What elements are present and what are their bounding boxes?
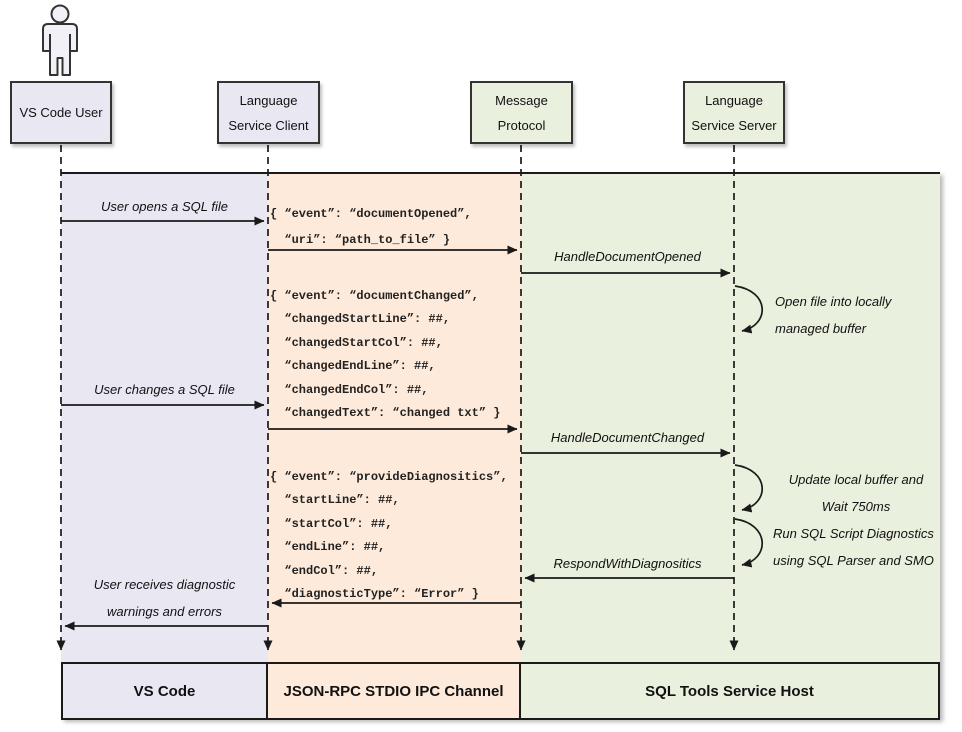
json-line: “startLine”: ##, — [270, 493, 400, 508]
json-line: “changedStartLine”: ##, — [270, 312, 451, 327]
json-line: “changedEndLine”: ##, — [270, 359, 436, 374]
lane-sqltools — [521, 174, 940, 719]
json-line: “startCol”: ##, — [270, 516, 393, 531]
note-open-buffer-line2: managed buffer — [775, 321, 867, 336]
footer-label-jsonrpc: JSON-RPC STDIO IPC Channel — [283, 682, 504, 700]
message-label-receive-diagnostics-line1: User receives diagnostic — [93, 577, 236, 592]
note-update-buffer-line1: Update local buffer and — [788, 472, 924, 487]
footer-box-vscode: VS Code — [61, 662, 268, 720]
json-line: “changedText”: “changed txt” } — [270, 406, 501, 421]
actor-label-line1: Message — [495, 92, 548, 108]
actor-label-line1: Language — [705, 92, 763, 108]
actor-label: VS Code User — [19, 105, 103, 120]
user-actor-icon — [42, 4, 78, 76]
json-line: “diagnosticType”: “Error” } — [270, 587, 479, 602]
actor-label-line2: Service Server — [691, 117, 777, 133]
json-line: { “event”: “documentOpened”, — [270, 207, 472, 221]
actor-box-message-protocol: Message Protocol — [470, 81, 573, 144]
actor-label-line2: Service Client — [228, 117, 309, 133]
note-update-buffer-line2: Wait 750ms — [821, 499, 891, 514]
json-line: “changedStartCol”: ##, — [270, 335, 443, 350]
json-payload-provide-diagnostics: { “event”: “provideDiagnositics”, “start… — [270, 466, 508, 606]
json-payload-document-opened: { “event”: “documentOpened”, “uri”: “pat… — [270, 201, 472, 253]
actor-box-language-service-server: Language Service Server — [683, 81, 785, 144]
json-line: “uri”: “path_to_file” } — [270, 233, 451, 247]
json-line: “changedEndCol”: ##, — [270, 382, 429, 397]
actor-label-line1: Language — [239, 92, 298, 108]
message-label-handle-document-opened: HandleDocumentOpened — [554, 249, 701, 264]
json-payload-document-changed: { “event”: “documentChanged”, “changedSt… — [270, 285, 500, 425]
note-open-buffer-line1: Open file into locally — [775, 294, 892, 309]
lane-jsonrpc — [268, 174, 521, 719]
actor-label-line2: Protocol — [497, 117, 546, 133]
json-line: { “event”: “documentChanged”, — [270, 289, 479, 303]
json-line: { “event”: “provideDiagnositics”, — [270, 470, 508, 484]
message-label-receive-diagnostics-line2: warnings and errors — [107, 604, 222, 619]
message-label-user-opens-file: User opens a SQL file — [101, 199, 228, 214]
footer-box-sqltools: SQL Tools Service Host — [519, 662, 940, 720]
note-run-diagnostics-line1: Run SQL Script Diagnostics — [773, 526, 934, 541]
message-label-handle-document-changed: HandleDocumentChanged — [550, 430, 705, 445]
json-line: “endLine”: ##, — [270, 540, 386, 555]
actor-box-vscode-user: VS Code User — [10, 81, 112, 144]
message-label-user-changes-file: User changes a SQL file — [94, 382, 235, 397]
actor-box-language-service-client: Language Service Client — [217, 81, 320, 144]
diagram-lanes — [61, 172, 940, 719]
note-run-diagnostics-line2: using SQL Parser and SMO — [773, 553, 934, 568]
json-line: “endCol”: ##, — [270, 563, 379, 578]
lane-vscode — [61, 174, 268, 719]
message-label-respond-with-diagnostics: RespondWithDiagnositics — [553, 556, 702, 571]
footer-label-sqltools: SQL Tools Service Host — [645, 682, 814, 700]
footer-box-jsonrpc: JSON-RPC STDIO IPC Channel — [266, 662, 521, 720]
footer-label-vscode: VS Code — [133, 682, 196, 700]
